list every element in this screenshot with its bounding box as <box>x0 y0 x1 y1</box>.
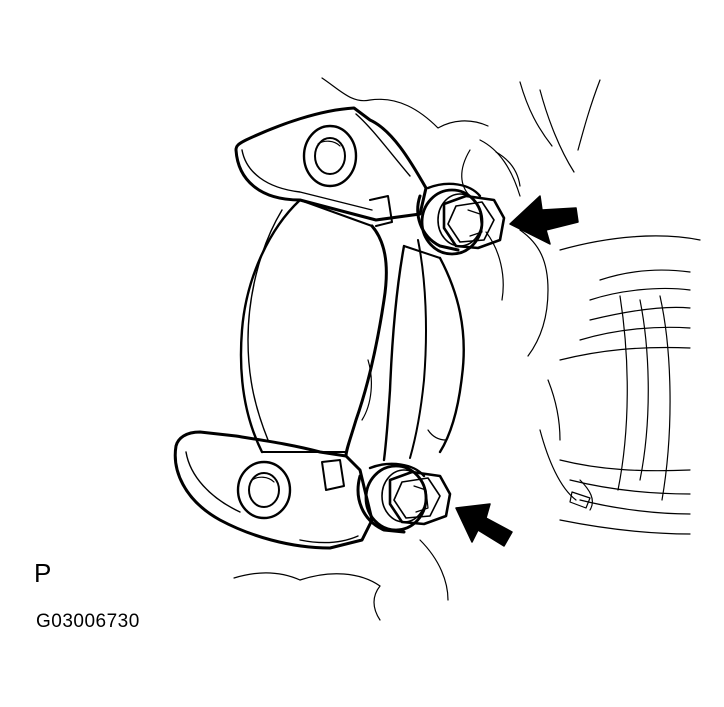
steering-knuckle-outline <box>234 78 600 620</box>
caliper-mounting-bracket <box>175 108 463 548</box>
arrow-icon <box>456 504 512 546</box>
drive-shaft-boot <box>540 236 700 534</box>
upper-mounting-bolt <box>418 184 504 254</box>
lower-mounting-bolt <box>358 464 450 532</box>
figure-code: G03006730 <box>36 611 140 632</box>
brake-disc <box>241 200 372 452</box>
view-label: P <box>34 558 52 588</box>
arrow-icon <box>510 196 578 244</box>
